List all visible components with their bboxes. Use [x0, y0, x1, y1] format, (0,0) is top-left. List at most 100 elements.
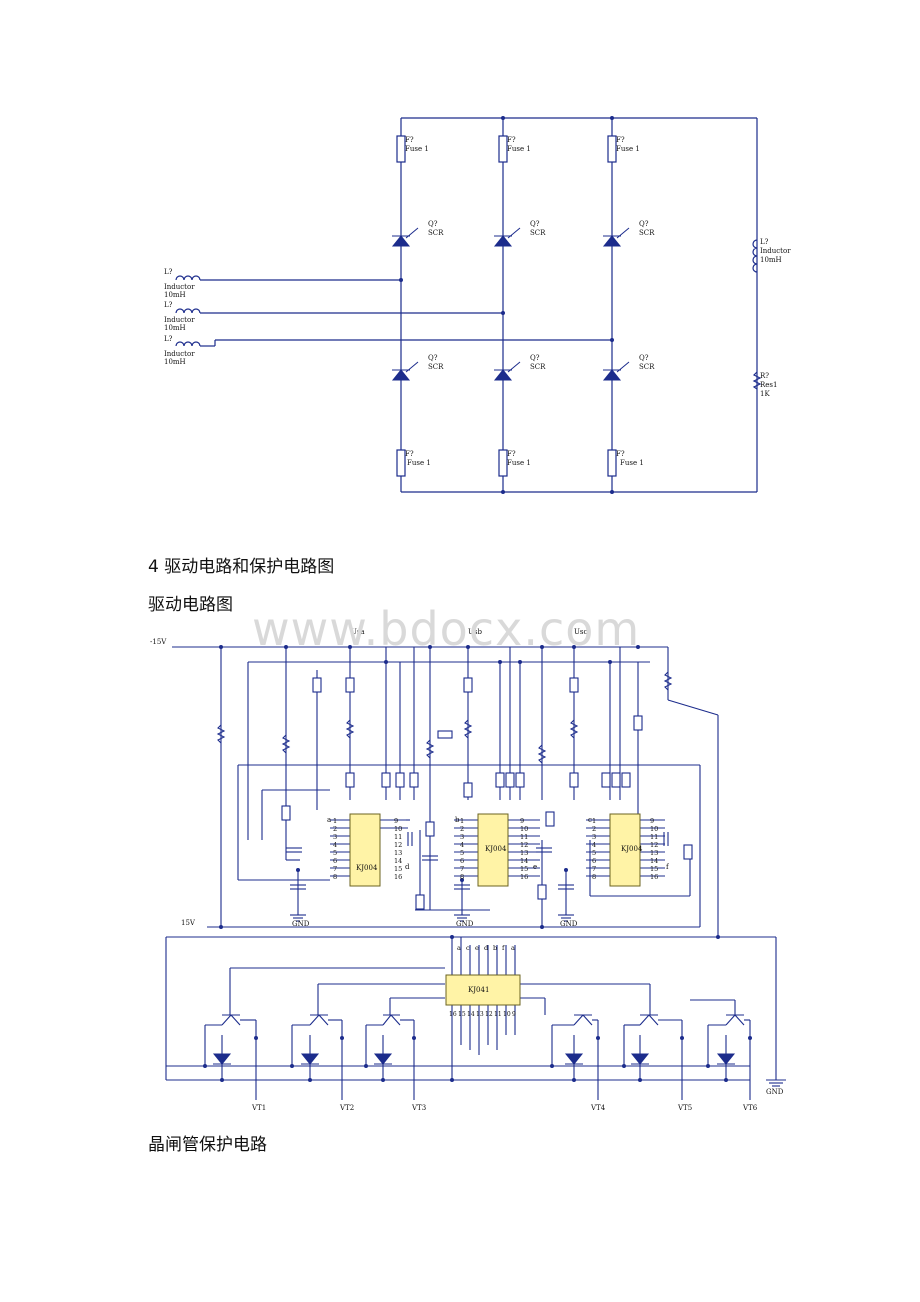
inductor-val-label: 10mH — [164, 358, 186, 366]
ic-pin-number: 12 — [650, 841, 658, 849]
pin-letter-d: d — [405, 863, 410, 871]
ic-pin-number: 1 — [333, 817, 337, 825]
scr-protection-heading: 晶闸管保护电路 — [148, 1135, 267, 1155]
fuse-val-label: Fuse 1 — [620, 459, 644, 467]
usb-label: Usb — [468, 628, 482, 636]
kj041-bottom-pin: 9 — [512, 1011, 516, 1018]
resistor-val-label: 1K — [760, 390, 770, 398]
scr-ref-label: Q? — [428, 220, 438, 228]
kj041-top-pin: c — [466, 944, 470, 952]
scr-val-label: SCR — [639, 229, 655, 237]
ic-pin-number: 7 — [333, 865, 337, 873]
gnd-label: GND — [292, 920, 310, 928]
inductor-ref-label: L? — [164, 335, 173, 343]
kj041-label: KJ041 — [468, 986, 489, 994]
inductor-val-label: 10mH — [164, 291, 186, 299]
neg-supply-label: -15V — [150, 638, 167, 646]
gnd-label: GND — [766, 1088, 784, 1096]
ic-pin-number: 10 — [520, 825, 528, 833]
ic-pin-number: 7 — [460, 865, 464, 873]
ic-pin-number: 8 — [592, 873, 596, 881]
ic-pin-number: 9 — [520, 817, 524, 825]
kj041-top-pin: a — [511, 944, 515, 952]
ic-pin-number: 16 — [520, 873, 528, 881]
ic-pin-number: 5 — [333, 849, 337, 857]
ic-pin-number: 12 — [394, 841, 402, 849]
ic-pin-number: 7 — [592, 865, 596, 873]
kj041-bottom-pin: 10 — [503, 1011, 511, 1018]
kj041-bottom-pin: 13 — [476, 1011, 484, 1018]
fuse-val-label: Fuse 1 — [616, 145, 640, 153]
kj004-ic — [609, 813, 641, 887]
ic-pin-number: 8 — [460, 873, 464, 881]
fuse-val-label: Fuse 1 — [507, 145, 531, 153]
ic-pin-number: 5 — [592, 849, 596, 857]
vt2-label: VT2 — [339, 1104, 354, 1112]
inductor-name-label: Inductor — [164, 316, 195, 324]
ic-pin-number: 5 — [460, 849, 464, 857]
ic-pin-number: 4 — [460, 841, 464, 849]
inductor-val-label: 10mH — [164, 324, 186, 332]
inductor-ref-label: L? — [164, 268, 173, 276]
kj004-label: KJ004 — [485, 845, 507, 853]
scr-ref-label: Q? — [530, 354, 540, 362]
scr-val-label: SCR — [639, 363, 655, 371]
scr-val-label: SCR — [530, 229, 546, 237]
kj041-top-pin: d — [484, 944, 488, 952]
ic-pin-number: 1 — [592, 817, 596, 825]
ic-pin-number: 6 — [333, 857, 337, 865]
pin-letter-a: a — [327, 816, 331, 824]
inductor-val-label: 10mH — [760, 256, 782, 264]
pin-letter-c: c — [588, 816, 592, 824]
kj041-bottom-pin: 15 — [458, 1011, 466, 1018]
ic-pin-number: 8 — [333, 873, 337, 881]
fuse-ref-label: F? — [616, 450, 625, 458]
gnd-label: GND — [560, 920, 578, 928]
scr-ref-label: Q? — [428, 354, 438, 362]
kj041-bottom-pin: 11 — [494, 1011, 502, 1018]
ic-pin-number: 16 — [394, 873, 402, 881]
ic-pin-number: 1 — [460, 817, 464, 825]
kj041-top-pin: b — [493, 944, 497, 952]
ic-pin-number: 4 — [592, 841, 596, 849]
usa-label: Usa — [351, 628, 365, 636]
pos-supply-label: 15V — [181, 919, 196, 927]
kj004-label: KJ004 — [621, 845, 643, 853]
ic-pin-number: 6 — [460, 857, 464, 865]
ic-pin-number: 11 — [520, 833, 528, 841]
kj041-ic — [445, 974, 521, 1006]
kj041-top-pin: f — [502, 944, 505, 952]
fuse-ref-label: F? — [616, 136, 625, 144]
ic-pin-number: 11 — [394, 833, 402, 841]
ic-pin-number: 15 — [650, 865, 658, 873]
ic-pin-number: 15 — [394, 865, 402, 873]
inductor-name-label: Inductor — [164, 283, 195, 291]
ic-pin-number: 13 — [520, 849, 528, 857]
ic-pin-number: 14 — [520, 857, 528, 865]
kj041-bottom-pin: 14 — [467, 1011, 475, 1018]
kj041-bottom-pin: 16 — [449, 1011, 457, 1018]
vt6-label: VT6 — [742, 1104, 758, 1112]
scr-ref-label: Q? — [530, 220, 540, 228]
ic-pin-number: 3 — [333, 833, 337, 841]
scr-val-label: SCR — [530, 363, 546, 371]
resistor-ref-label: R? — [760, 372, 769, 380]
fuse-ref-label: F? — [507, 450, 516, 458]
pin-letter-e: e — [533, 863, 537, 871]
ic-pin-number: 16 — [650, 873, 658, 881]
fuse-val-label: Fuse 1 — [407, 459, 431, 467]
pin-letter-f: f — [666, 863, 670, 871]
ic-pin-number: 13 — [650, 849, 658, 857]
scr-ref-label: Q? — [639, 220, 649, 228]
scr-bridge-schematic: F? Fuse 1 F? Fuse 1 F? Fuse 1 F? Fuse 1 … — [164, 116, 791, 494]
ic-pin-number: 3 — [592, 833, 596, 841]
ic-pin-number: 13 — [394, 849, 402, 857]
drive-circuit-heading: 驱动电路图 — [148, 595, 233, 615]
gnd-label: GND — [456, 920, 474, 928]
section-heading: 4 驱动电路和保护电路图 — [148, 557, 335, 577]
inductor-ref-label: L? — [760, 238, 769, 246]
inductor-name-label: Inductor — [164, 350, 195, 358]
drive-circuit-schematic: -15V 15V Usa Usb Usc KJ004 KJ004 KJ004 K… — [150, 628, 786, 1112]
scr-ref-label: Q? — [639, 354, 649, 362]
fuse-val-label: Fuse 1 — [405, 145, 429, 153]
